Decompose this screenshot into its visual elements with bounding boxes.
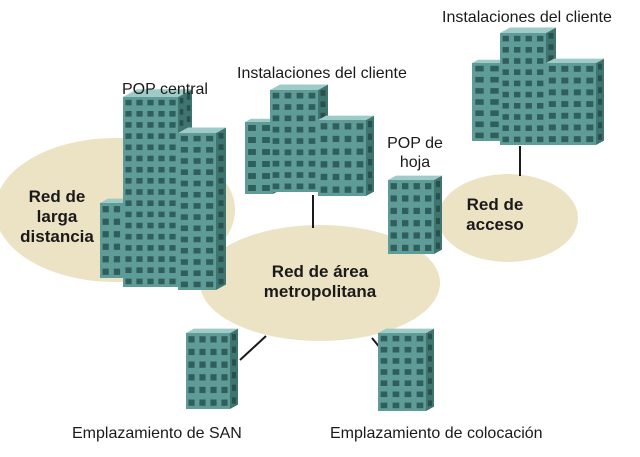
- pop-central-label: POP central: [122, 81, 208, 98]
- san-building: [186, 328, 238, 409]
- access-label-line-2: acceso: [466, 215, 524, 234]
- client-center-label: Instalaciones del cliente: [237, 65, 407, 82]
- access-network-ellipse: [438, 174, 578, 262]
- colocation-site-label: Emplazamiento de colocación: [330, 425, 543, 442]
- pop-leaf-label: POP de hoja: [385, 134, 445, 172]
- pop-leaf-label-line-1: POP de: [387, 135, 443, 152]
- metro-label-line-1: Red de área: [271, 262, 369, 281]
- metro-label-line-2: metropolitana: [263, 282, 377, 301]
- metro-network-ellipse: [200, 225, 440, 341]
- access-label-line-1: Red de: [466, 195, 524, 214]
- link-san: [239, 335, 267, 361]
- long-distance-label-line-1: Red de: [28, 187, 86, 206]
- colocation-building: [378, 328, 434, 411]
- access-network-label: Red de acceso: [455, 195, 535, 235]
- long-distance-label-line-2: larga: [36, 207, 78, 226]
- long-distance-label-line-3: distancia: [20, 227, 94, 246]
- pop-leaf-building: [388, 175, 442, 254]
- client-right-middle-building: [500, 27, 556, 145]
- metro-network-label: Red de área metropolitana: [250, 262, 390, 302]
- client-right-right-building: [546, 58, 604, 145]
- san-site-label: Emplazamiento de SAN: [72, 425, 242, 442]
- client-center-right-building: [318, 115, 374, 196]
- client-top-right-label: Instalaciones del cliente: [442, 9, 612, 26]
- pop-leaf-label-line-2: hoja: [399, 154, 431, 171]
- pop-central-right-building: [178, 127, 226, 290]
- long-distance-network-label: Red de larga distancia: [12, 187, 102, 247]
